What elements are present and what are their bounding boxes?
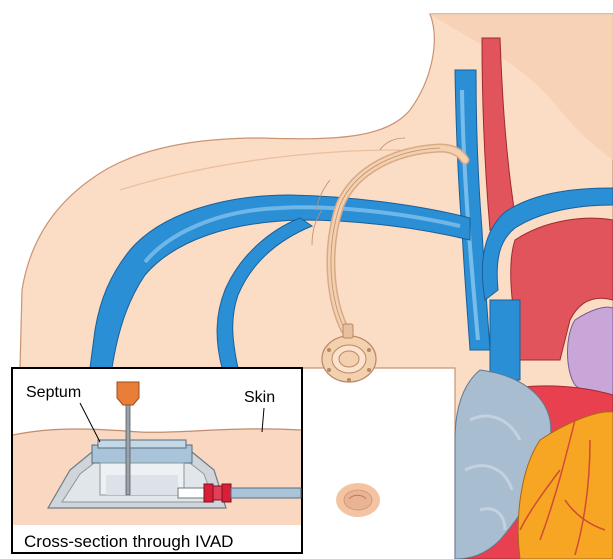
skin-label: Skin (244, 389, 275, 406)
connector-red-2 (213, 486, 222, 500)
connector-red-1 (204, 484, 213, 502)
connector-red-3 (222, 484, 231, 502)
outlet-stem (178, 488, 206, 498)
septum-top (98, 440, 186, 448)
inset-caption: Cross-section through IVAD (24, 532, 233, 551)
needle-shaft (126, 405, 130, 495)
superior-vena-cava (490, 300, 520, 380)
septum-label: Septum (26, 384, 81, 401)
outlet-tube (231, 488, 301, 498)
nipple (336, 483, 380, 517)
needle-hub (117, 382, 139, 405)
inset-panel: Septum Skin Cross-section through IVAD (12, 368, 302, 553)
reservoir-fill (106, 475, 178, 495)
